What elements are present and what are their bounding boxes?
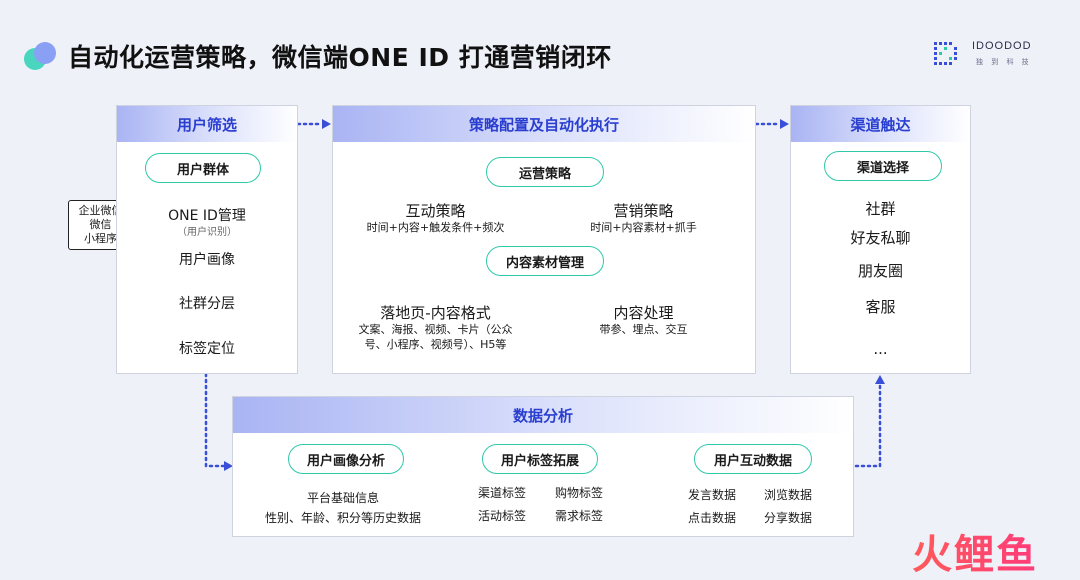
brand-name: IDOODOD <box>972 40 1032 52</box>
arrowhead-1 <box>322 119 331 129</box>
interactive-strategy-desc: 时间+内容+触发条件+频次 <box>366 221 505 234</box>
arrow-analysis-to-channel <box>854 382 882 468</box>
portrait-line-2: 性别、年龄、积分等历史数据 <box>264 511 421 525</box>
user-portrait-label: 用户画像 <box>179 252 235 268</box>
tag-shopping: 购物标签 <box>554 486 603 500</box>
brand-logo: IDOODOD 独 到 科 技 <box>932 40 1032 70</box>
watermark-text: 火鲤鱼 <box>912 532 1038 578</box>
tag-activity: 活动标签 <box>477 509 526 523</box>
strategy-panel: 策略配置及自动化执行 运营策略 互动策略 时间+内容+触发条件+频次 营销策略 … <box>332 105 756 374</box>
channel-community: 社群 <box>865 200 896 218</box>
tag-channel: 渠道标签 <box>477 486 526 500</box>
arrow-filter-to-analysis <box>204 372 226 468</box>
channel-more: ... <box>873 340 888 358</box>
marketing-strategy-desc: 时间+内容素材+抓手 <box>590 221 697 234</box>
page-title: 自动化运营策略，微信端ONE ID 打通营销闭环 <box>68 43 612 72</box>
channel-title: 渠道触达 <box>791 106 970 142</box>
ops-strategy-pill: 运营策略 <box>486 157 604 187</box>
landing-page-desc-2: 号、小程序、视频号）、H5等 <box>364 338 507 351</box>
analysis-panel: 数据分析 用户画像分析 平台基础信息 性别、年龄、积分等历史数据 用户标签拓展 … <box>232 396 854 537</box>
brand-grid-icon <box>934 42 957 65</box>
strategy-title: 策略配置及自动化执行 <box>333 106 755 142</box>
channel-panel: 渠道触达 渠道选择 社群 好友私聊 朋友圈 客服 ... <box>790 105 971 374</box>
brand-sub: 独 到 科 技 <box>976 58 1032 66</box>
one-id-sub: （用户识别） <box>177 227 237 238</box>
marketing-strategy-title: 营销策略 <box>613 202 674 220</box>
arrowhead-3 <box>224 461 233 471</box>
data-browse: 浏览数据 <box>763 488 812 502</box>
arrowhead-4 <box>875 375 885 384</box>
community-tier-label: 社群分层 <box>179 296 235 312</box>
landing-page-desc-1: 文案、海报、视频、卡片（公众 <box>358 323 513 336</box>
landing-page-title: 落地页-内容格式 <box>380 304 491 322</box>
interactive-strategy-title: 互动策略 <box>405 202 466 220</box>
channel-private-chat: 好友私聊 <box>850 229 911 247</box>
user-filter-title: 用户筛选 <box>117 106 297 142</box>
portrait-line-1: 平台基础信息 <box>306 491 379 505</box>
interaction-data-pill: 用户互动数据 <box>694 444 812 474</box>
source-wecom: 企业微信 <box>78 204 123 217</box>
watermark-logo: 火鲤鱼 <box>912 522 1038 580</box>
content-processing-desc: 带参、埋点、交互 <box>599 323 688 336</box>
tag-expansion-pill: 用户标签拓展 <box>482 444 598 474</box>
user-group-pill: 用户群体 <box>145 153 261 183</box>
content-processing-title: 内容处理 <box>613 304 674 322</box>
data-speech: 发言数据 <box>687 488 736 502</box>
channel-customer-service: 客服 <box>865 298 896 316</box>
source-wechat: 微信 <box>89 218 112 231</box>
channel-moments: 朋友圈 <box>857 262 903 280</box>
content-management-pill: 内容素材管理 <box>486 246 604 276</box>
source-miniprogram: 小程序 <box>84 232 117 245</box>
user-filter-panel: 用户筛选 用户群体 ONE ID管理 （用户识别） 用户画像 社群分层 标签定位 <box>116 105 298 374</box>
logo-dot-blue <box>34 42 56 64</box>
data-share: 分享数据 <box>763 511 812 525</box>
tag-demand: 需求标签 <box>554 509 603 523</box>
data-click: 点击数据 <box>687 511 736 525</box>
tag-positioning-label: 标签定位 <box>179 341 235 357</box>
channel-select-pill: 渠道选择 <box>824 151 942 181</box>
one-id-label: ONE ID管理 <box>168 208 246 224</box>
arrowhead-2 <box>780 119 789 129</box>
analysis-title: 数据分析 <box>233 397 853 433</box>
portrait-analysis-pill: 用户画像分析 <box>288 444 404 474</box>
